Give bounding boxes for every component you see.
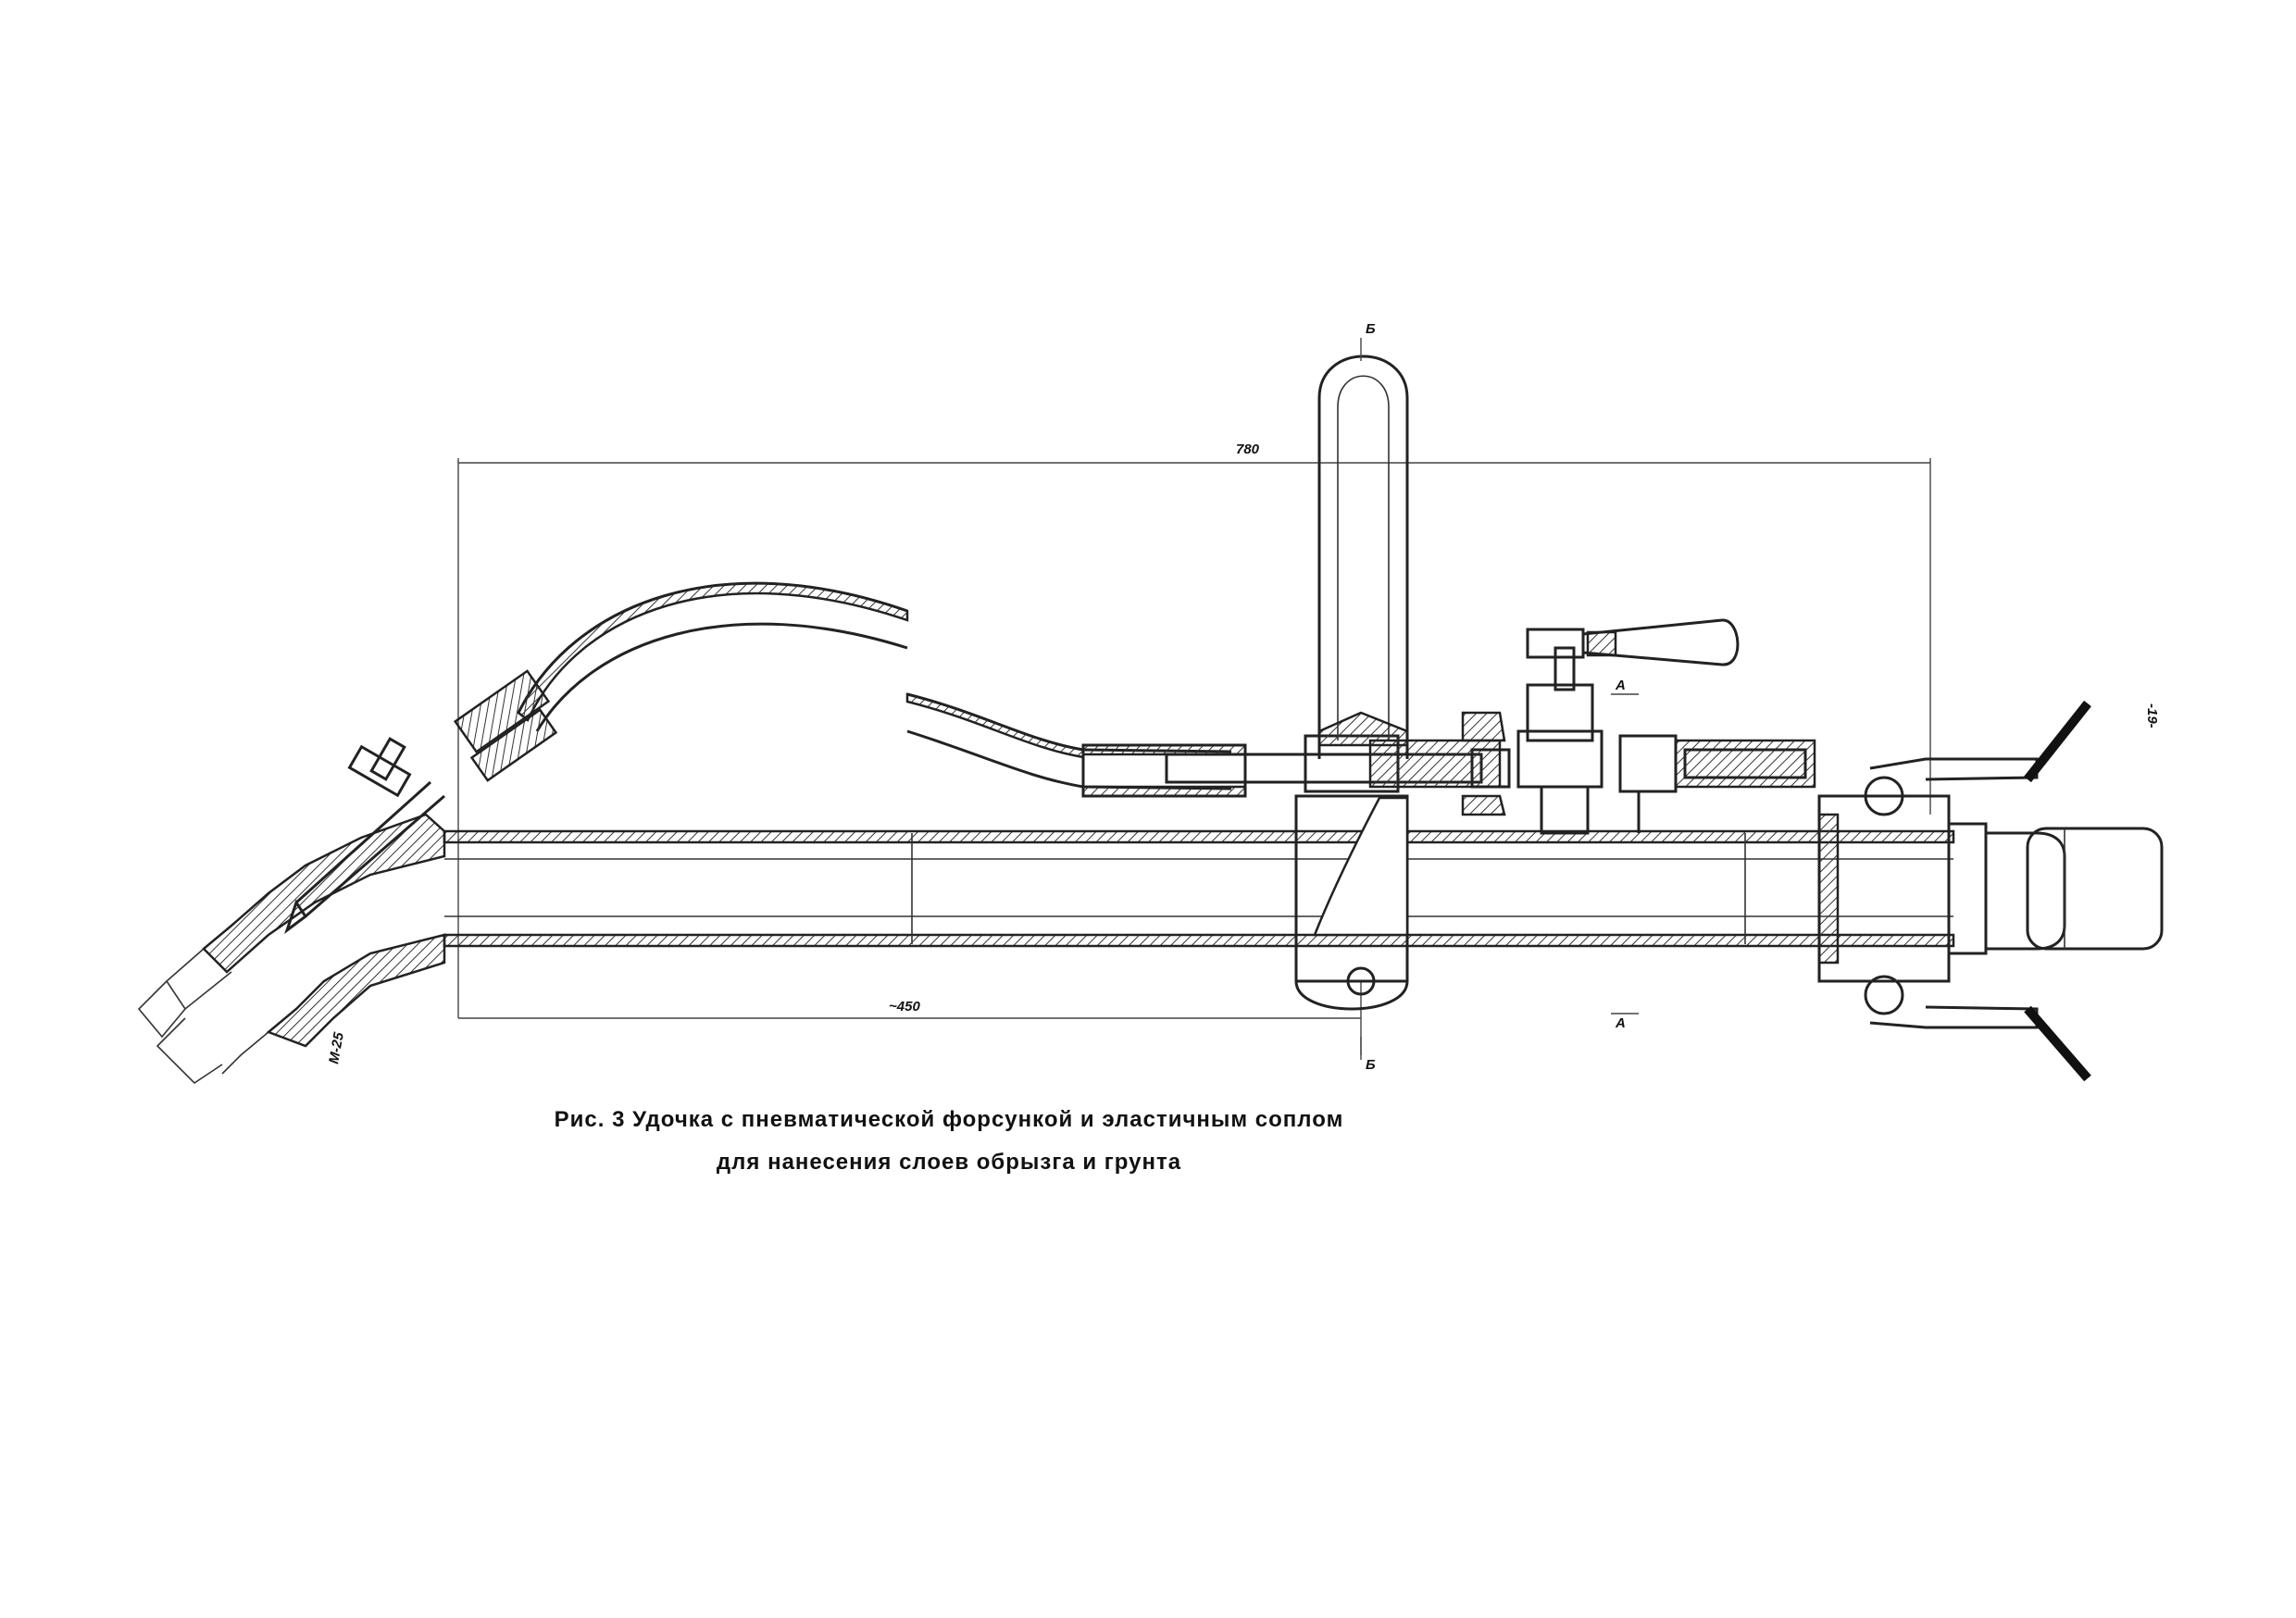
section-a-bottom: А [1615, 1015, 1626, 1031]
figure-caption-line2: для нанесения слоев обрызга и грунта [716, 1150, 1182, 1175]
figure-caption-line1: Рис. 3 Удочка с пневматической форсункой… [554, 1107, 1344, 1132]
section-b-top: Б [1366, 321, 1376, 337]
quick-coupling [1817, 700, 2164, 1082]
valve-lever [1461, 618, 1816, 835]
section-marks: Б Б А А -19- М-25 [326, 321, 2160, 1073]
dimension-450-label: ~450 [889, 999, 920, 1014]
thread-label: М-25 [326, 1030, 347, 1064]
dimension-780-label: 780 [1236, 442, 1260, 457]
nozzle-elbow [137, 813, 446, 1085]
dimension-nozzle: ~450 [458, 981, 1362, 1055]
tube-clamp [1294, 794, 1409, 1011]
section-b-bottom: Б [1366, 1057, 1376, 1073]
injector-needle [284, 737, 445, 935]
section-a-top: А [1615, 678, 1626, 693]
hose-coupling [1081, 734, 1511, 798]
grip-handle [1317, 355, 1409, 759]
side-mark: -19- [2144, 703, 2160, 728]
main-tube [443, 829, 1955, 948]
dimension-overall: 780 [457, 442, 1931, 1018]
air-hose [453, 581, 1232, 790]
